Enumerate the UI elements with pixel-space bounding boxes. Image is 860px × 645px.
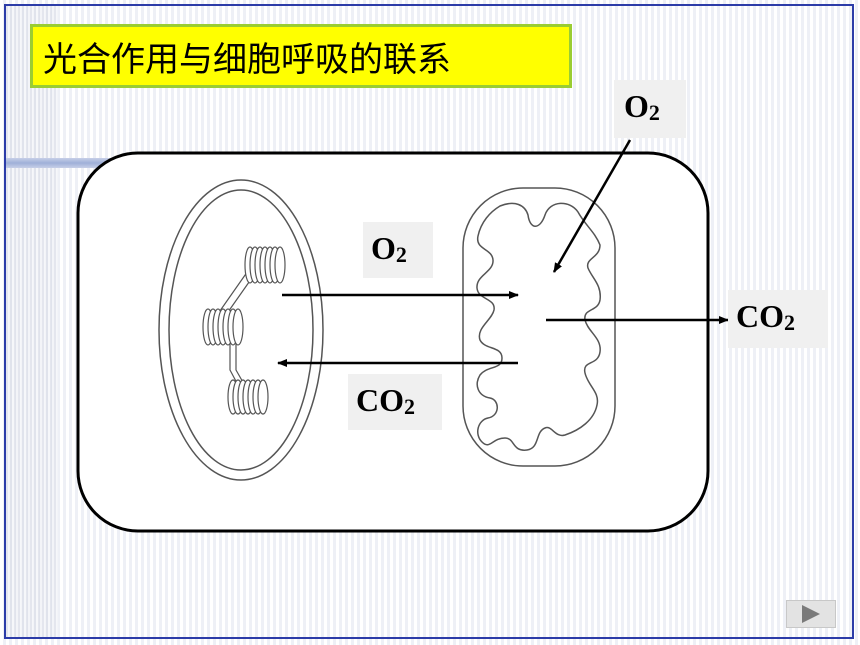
granum-top [244, 246, 286, 284]
slide-title-text: 光合作用与细胞呼吸的联系 [43, 39, 451, 80]
next-slide-button[interactable] [786, 600, 836, 628]
slide-frame [4, 4, 854, 639]
slide-title: 光合作用与细胞呼吸的联系 [30, 24, 572, 88]
chloroplast [158, 179, 324, 481]
granum-middle [202, 308, 244, 346]
mitochondrion-cristae [476, 202, 601, 451]
granum-bottom [227, 379, 269, 415]
left-decoration-stripe [6, 6, 58, 637]
play-triangle-icon [802, 605, 820, 623]
arrow-o2-from-outside [552, 139, 632, 273]
mitochondrion [462, 187, 616, 467]
